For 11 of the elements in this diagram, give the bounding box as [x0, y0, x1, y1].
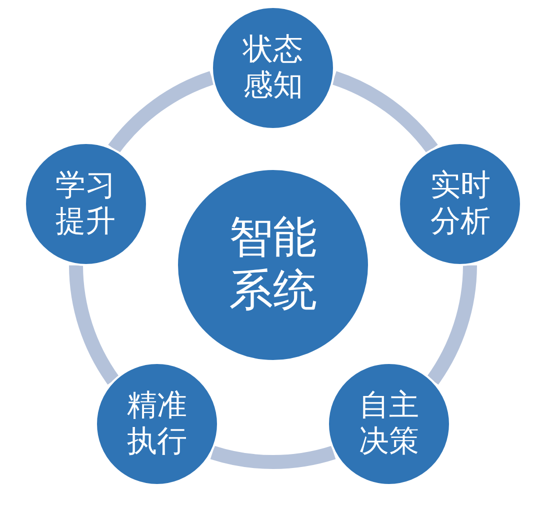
- ring-arc: [108, 71, 214, 154]
- circle-node: 精准执行: [95, 362, 220, 486]
- ring-arc: [69, 264, 120, 384]
- ring-arc: [210, 446, 336, 469]
- ring-arc: [332, 71, 438, 154]
- circle-node: 自主决策: [326, 362, 451, 486]
- circle-node: 智能系统: [176, 168, 370, 362]
- circle-node: 实时分析: [398, 142, 522, 266]
- ring-arc: [426, 264, 477, 384]
- circle-node: 学习提升: [24, 142, 148, 266]
- circle-node: 状态感知: [211, 6, 335, 130]
